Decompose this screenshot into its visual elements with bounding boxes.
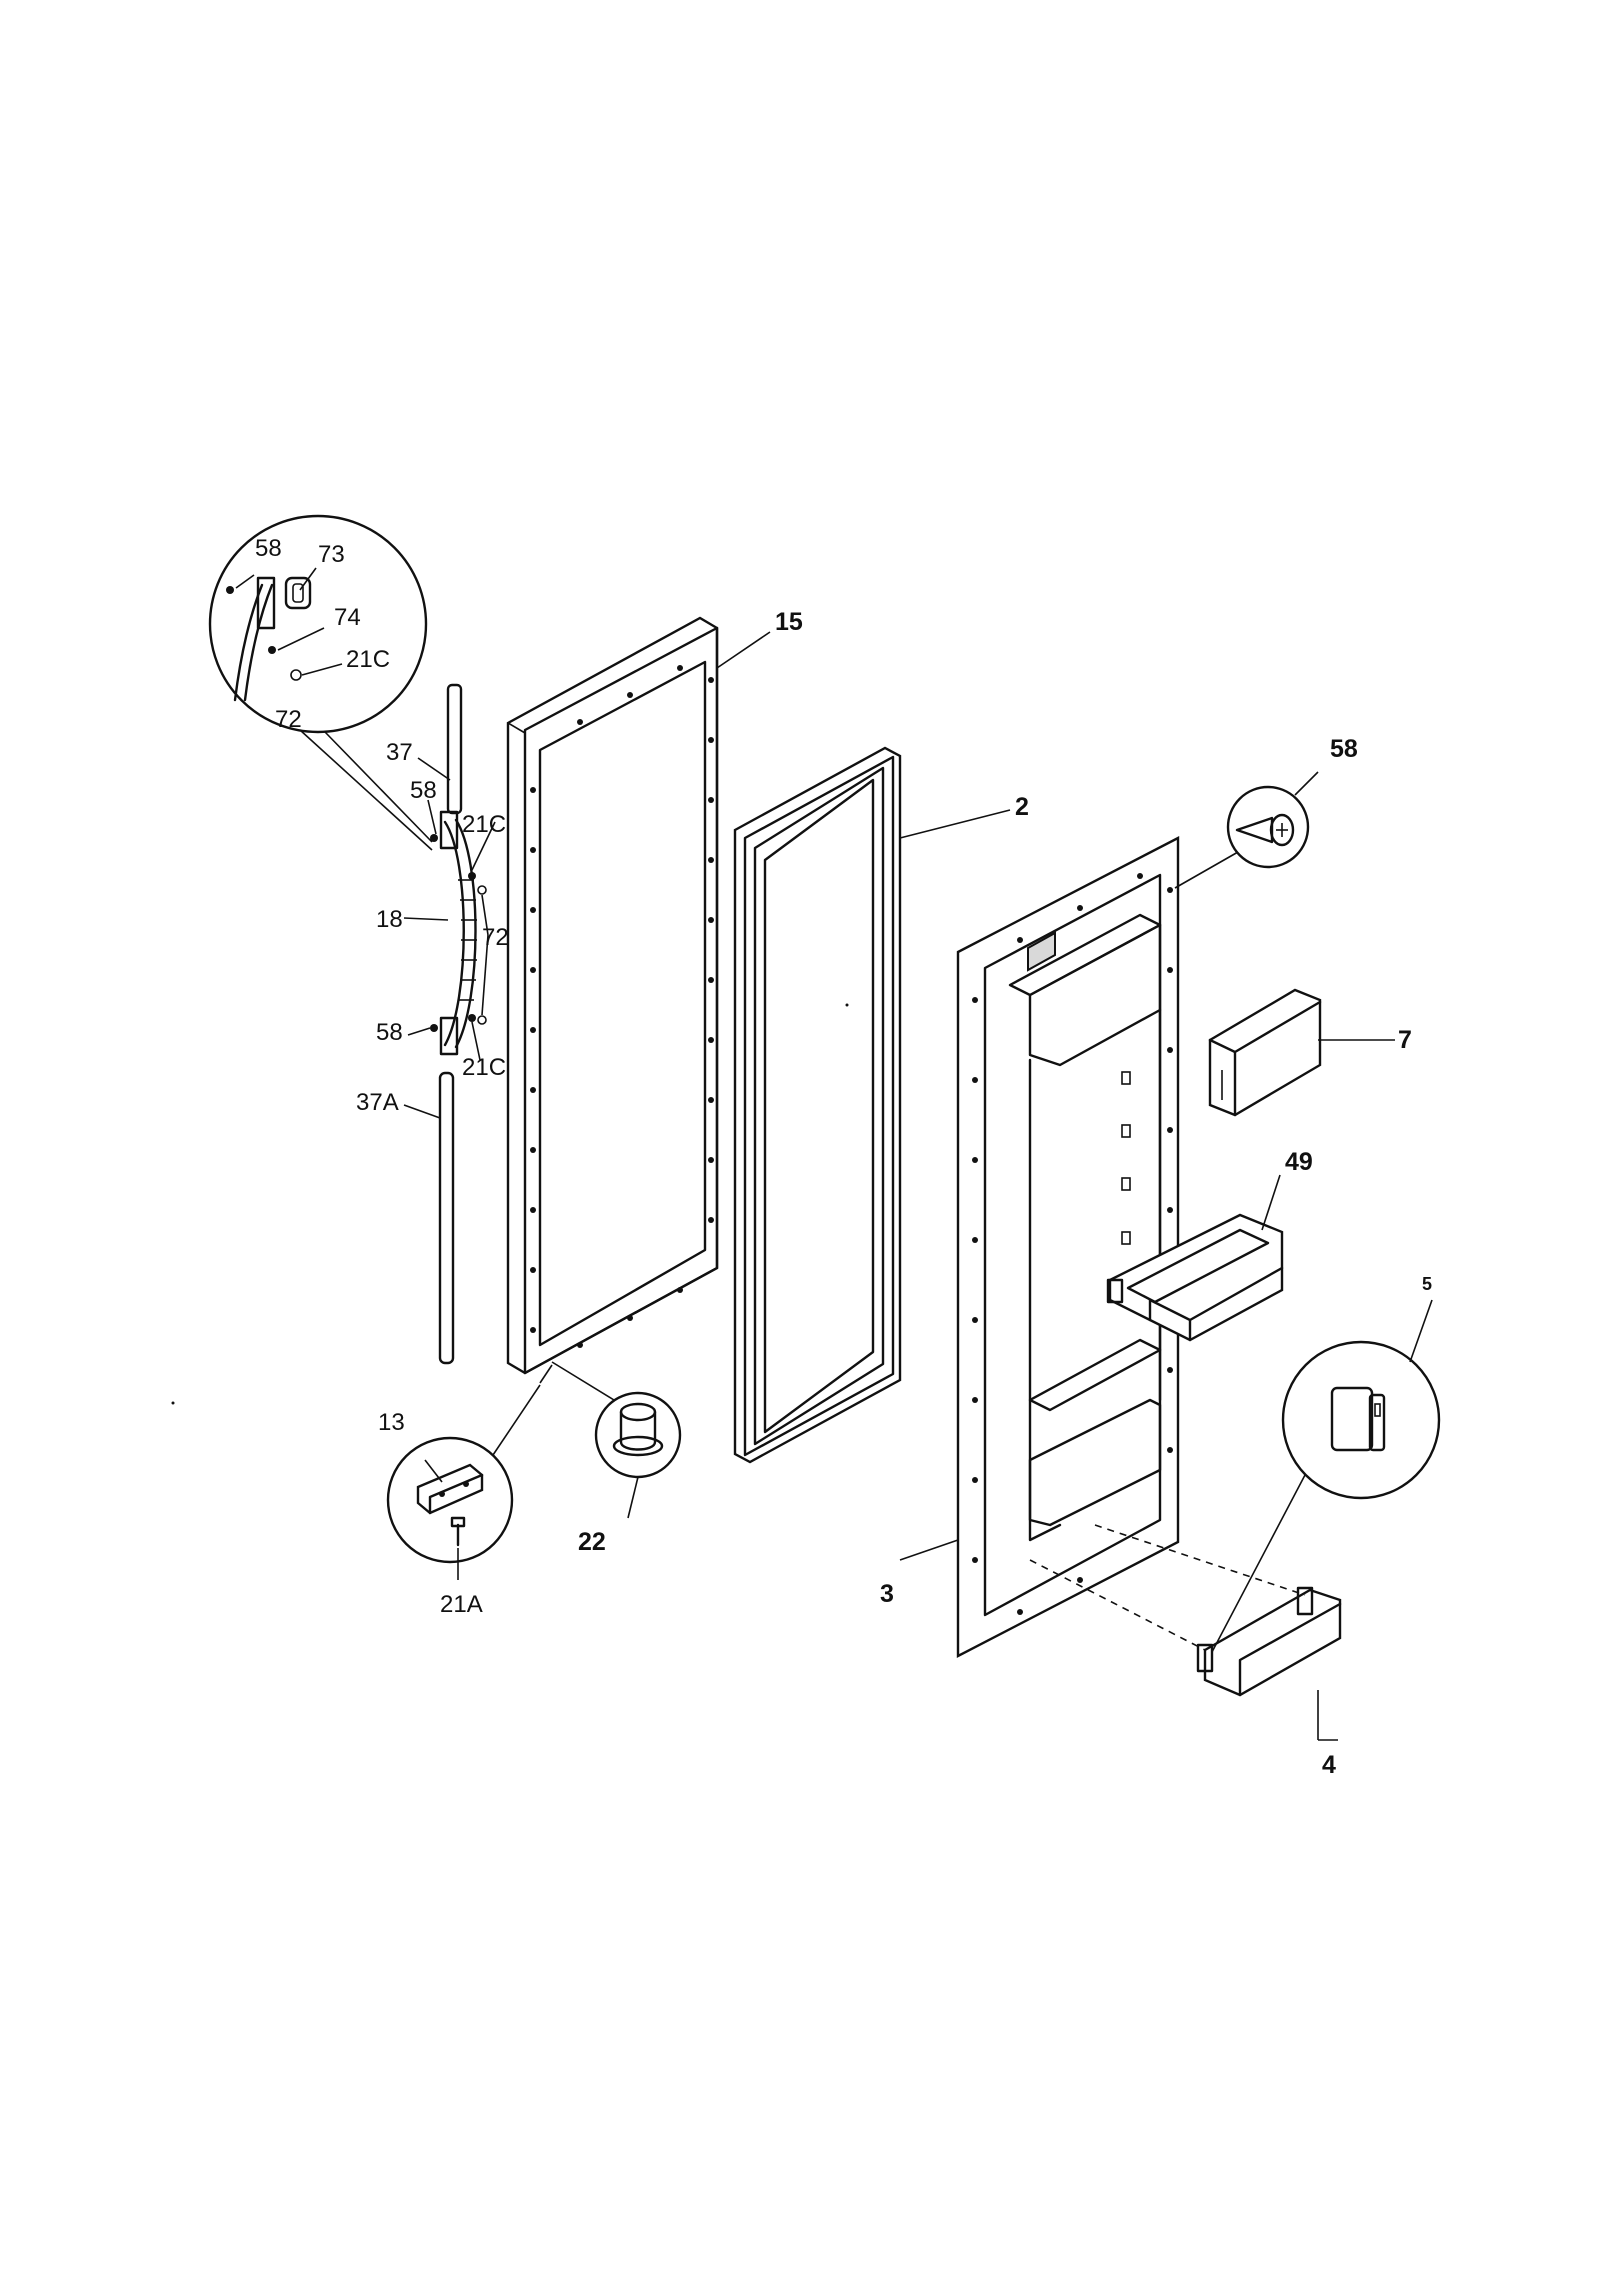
- stray-dot: [845, 1003, 849, 1007]
- bin-alignment-dashes: [1029, 1524, 1306, 1651]
- label-58-upper: 58: [410, 777, 437, 804]
- trim-part-37: [446, 683, 463, 815]
- label-37A: 37A: [356, 1089, 399, 1116]
- handle-detail-inset: [208, 514, 428, 734]
- label-58-screw: 58: [1330, 735, 1358, 763]
- label-74: 74: [334, 604, 361, 631]
- label-7: 7: [1398, 1026, 1412, 1054]
- label-73: 73: [318, 541, 345, 568]
- handle-ribs: [458, 879, 477, 1001]
- hinge-detail-inset-13: [386, 1436, 514, 1580]
- leader-lines: [403, 631, 1395, 1741]
- label-21C-upper: 21C: [462, 811, 506, 838]
- label-21C-lower: 21C: [462, 1054, 506, 1081]
- door-frame-part-15: [506, 616, 719, 1375]
- screw-detail-inset-58: [1174, 771, 1319, 889]
- label-49: 49: [1285, 1148, 1313, 1176]
- label-72-inset: 72: [275, 706, 302, 733]
- lower-bin-part-4: [1196, 1586, 1342, 1697]
- trim-part-37A: [438, 1071, 455, 1365]
- label-58-inset: 58: [255, 535, 282, 562]
- label-3: 3: [880, 1580, 894, 1608]
- inset-leader-lines: [299, 729, 433, 851]
- label-18: 18: [376, 906, 403, 933]
- inner-door-liner-part-3: [956, 836, 1180, 1658]
- clip-detail-inset-5: [1211, 1299, 1441, 1653]
- label-21A: 21A: [440, 1591, 483, 1618]
- dairy-door-part-7: [1208, 988, 1322, 1117]
- screws-and-washers: [430, 834, 487, 1032]
- handle-part-18: [439, 810, 477, 1056]
- leader-13b: [539, 1364, 553, 1384]
- door-bin-part-49: [1106, 1213, 1284, 1342]
- bumper-detail-inset-22: [551, 1361, 682, 1519]
- label-72-mid: 72: [482, 924, 509, 951]
- label-22: 22: [578, 1528, 606, 1556]
- part-labels: 15 2 3 4 5 7 13 18 22 21A 37 37A 49 58 5…: [255, 535, 1432, 1779]
- label-13: 13: [378, 1409, 405, 1436]
- leader-13-to-frame: [492, 1384, 541, 1456]
- label-2: 2: [1015, 793, 1029, 821]
- label-58-lower: 58: [376, 1019, 403, 1046]
- frame-holes: [530, 665, 714, 1348]
- label-37: 37: [386, 739, 413, 766]
- label-15: 15: [775, 608, 803, 636]
- label-21C-inset: 21C: [346, 646, 390, 673]
- door-gasket-part-2: [733, 746, 902, 1464]
- label-5: 5: [1422, 1274, 1432, 1294]
- stray-dot-2: [171, 1401, 175, 1405]
- label-4: 4: [1322, 1751, 1336, 1779]
